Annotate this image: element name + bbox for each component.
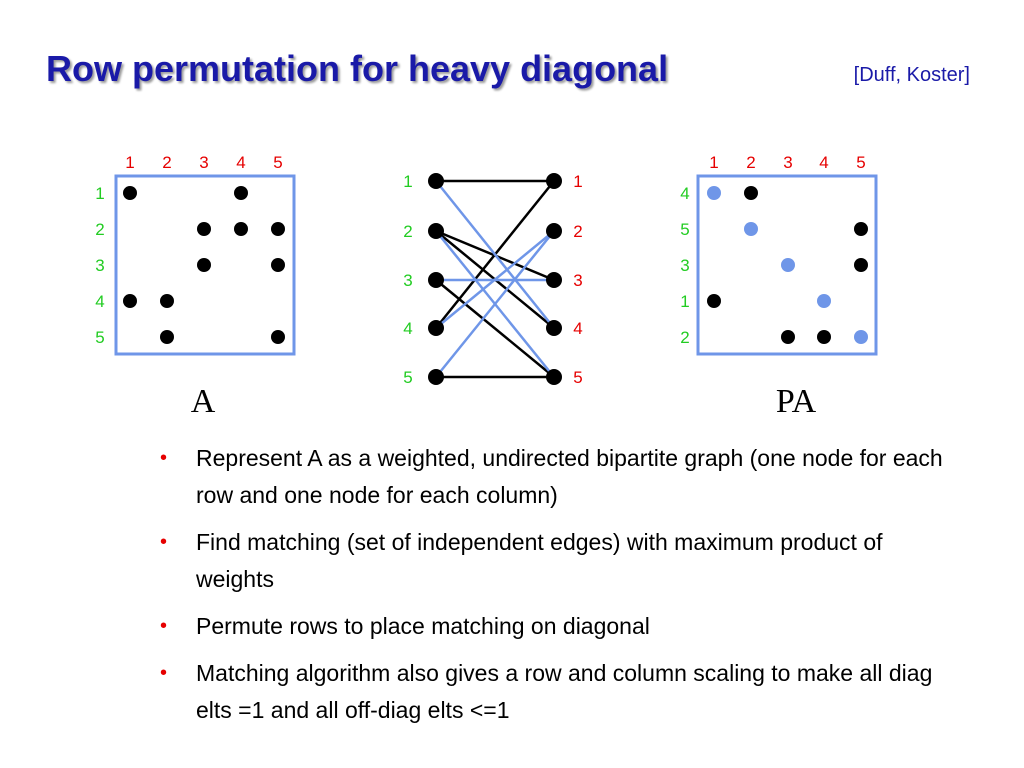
column-node-label: 3 <box>573 271 582 290</box>
column-node <box>546 320 562 336</box>
matrix-pa-nonzero-dot <box>744 222 758 236</box>
matrix-pa-nonzero-dot <box>781 258 795 272</box>
column-node <box>546 223 562 239</box>
graph-edge <box>435 230 555 378</box>
matrix-a-nonzero-dot <box>197 258 211 272</box>
row-node <box>428 173 444 189</box>
matrix-pa-column-label: 4 <box>819 153 828 172</box>
matrix-a-row-label: 4 <box>95 292 104 311</box>
column-node <box>546 173 562 189</box>
graph-edge <box>435 230 555 329</box>
matrix-pa-nonzero-dot <box>744 186 758 200</box>
row-node <box>428 223 444 239</box>
matrix-pa-row-label: 1 <box>680 292 689 311</box>
bullet-dot-icon: • <box>160 662 168 684</box>
matrix-a-nonzero-dot <box>234 222 248 236</box>
bullet-list: • Represent A as a weighted, undirected b… <box>158 440 958 739</box>
matrix-a-nonzero-dot <box>160 330 174 344</box>
matrix-pa: 1 2 3 4 5 4 5 3 1 2PA <box>680 153 878 420</box>
matrix-pa-row-label: 4 <box>680 184 689 203</box>
matrix-pa-row-label: 3 <box>680 256 689 275</box>
matrix-pa-column-label: 5 <box>856 153 865 172</box>
bullet-dot-icon: • <box>160 531 168 553</box>
matrix-a-column-label: 3 <box>199 153 208 172</box>
bullet-item: • Represent A as a weighted, undirected b… <box>158 440 958 514</box>
matrix-pa-border <box>696 174 878 356</box>
matrix-pa-row-label: 5 <box>680 220 689 239</box>
figure: 1 2 3 4 5 1 2 3 4 5A 1 2 3 4 5 1 2 3 4 5 1 2 3 4 5 4 5 3 1 2PA <box>95 153 878 420</box>
column-node <box>546 369 562 385</box>
matrix-a-border <box>114 174 296 356</box>
slide-title: Row permutation for heavy diagonal <box>46 48 669 89</box>
graph-edge <box>435 279 555 378</box>
column-node-label: 4 <box>573 319 582 338</box>
bullet-text: Matching algorithm also gives a row and … <box>196 660 933 723</box>
matrix-a-nonzero-dot <box>123 294 137 308</box>
matrix-pa-nonzero-dot <box>854 258 868 272</box>
citation: [Duff, Koster] <box>853 64 970 86</box>
bullet-text: Represent A as a weighted, undirected bi… <box>196 445 943 508</box>
matrix-a-row-label: 5 <box>95 328 104 347</box>
matrix-a-row-label: 1 <box>95 184 104 203</box>
matrix-pa-nonzero-dot <box>707 186 721 200</box>
matrix-pa-column-label: 3 <box>783 153 792 172</box>
column-node-label: 2 <box>573 222 582 241</box>
matrix-a-nonzero-dot <box>197 222 211 236</box>
bullet-dot-icon: • <box>160 615 168 637</box>
matrix-a-nonzero-dot <box>271 330 285 344</box>
graph-edge <box>435 180 555 329</box>
matrix-a-row-label: 2 <box>95 220 104 239</box>
row-node <box>428 369 444 385</box>
matrix-pa-nonzero-dot <box>817 330 831 344</box>
matrix-a-column-label: 2 <box>162 153 171 172</box>
column-node-label: 5 <box>573 368 582 387</box>
matrix-a-nonzero-dot <box>271 258 285 272</box>
column-node <box>546 272 562 288</box>
row-node-label: 2 <box>403 222 412 241</box>
matrix-pa-nonzero-dot <box>854 222 868 236</box>
row-node-label: 4 <box>403 319 412 338</box>
matrix-pa-nonzero-dot <box>817 294 831 308</box>
bullet-text: Permute rows to place matching on diagon… <box>196 613 650 639</box>
matrix-pa-caption: PA <box>776 383 817 420</box>
bullet-dot-icon: • <box>160 447 168 469</box>
matrix-a-nonzero-dot <box>123 186 137 200</box>
matrix-a-column-label: 4 <box>236 153 245 172</box>
matrix-pa-nonzero-dot <box>707 294 721 308</box>
bullet-text: Find matching (set of independent edges)… <box>196 529 883 592</box>
bipartite-graph: 1 2 3 4 5 1 2 3 4 5 <box>403 172 582 387</box>
matrix-a-row-label: 3 <box>95 256 104 275</box>
row-node <box>428 320 444 336</box>
row-node <box>428 272 444 288</box>
matrix-a-column-label: 5 <box>273 153 282 172</box>
matrix-pa-row-label: 2 <box>680 328 689 347</box>
bullet-item: • Matching algorithm also gives a row and… <box>158 655 958 729</box>
row-node-label: 5 <box>403 368 412 387</box>
matrix-pa-nonzero-dot <box>854 330 868 344</box>
column-node-label: 1 <box>573 172 582 191</box>
matrix-pa-column-label: 2 <box>746 153 755 172</box>
matrix-a: 1 2 3 4 5 1 2 3 4 5A <box>95 153 296 420</box>
row-node-label: 3 <box>403 271 412 290</box>
matrix-a-nonzero-dot <box>271 222 285 236</box>
matrix-a-nonzero-dot <box>234 186 248 200</box>
matrix-a-caption: A <box>191 383 216 420</box>
matrix-pa-nonzero-dot <box>781 330 795 344</box>
matrix-pa-column-label: 1 <box>709 153 718 172</box>
matrix-a-nonzero-dot <box>160 294 174 308</box>
bullet-item: • Find matching (set of independent edges… <box>158 524 958 598</box>
matrix-a-column-label: 1 <box>125 153 134 172</box>
bullet-item: • Permute rows to place matching on diago… <box>158 608 958 645</box>
row-node-label: 1 <box>403 172 412 191</box>
